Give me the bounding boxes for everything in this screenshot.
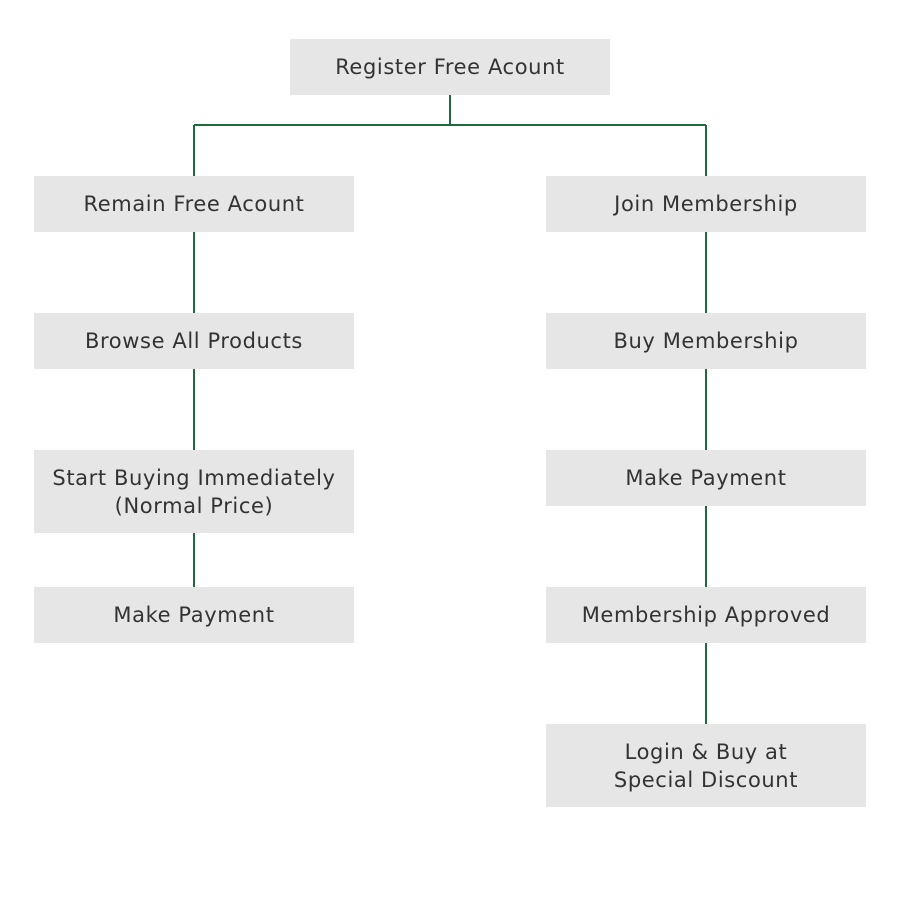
node-label-line1: Start Buying Immediately bbox=[52, 465, 336, 490]
node-label-line1: Login & Buy at bbox=[624, 739, 788, 764]
node-label: Browse All Products bbox=[85, 329, 303, 353]
node-make-payment-free: Make Payment bbox=[34, 587, 354, 643]
node-start-buying-immediately: Start Buying Immediately (Normal Price) bbox=[34, 450, 354, 533]
node-label: Remain Free Acount bbox=[83, 192, 305, 216]
node-label-line2: (Normal Price) bbox=[114, 493, 274, 518]
node-label: Make Payment bbox=[113, 603, 275, 627]
node-label: Register Free Acount bbox=[335, 55, 565, 79]
node-label-line2: Special Discount bbox=[613, 767, 799, 792]
node-label: Make Payment bbox=[625, 466, 787, 490]
node-login-buy-special-discount: Login & Buy at Special Discount bbox=[546, 724, 866, 807]
node-label: Join Membership bbox=[614, 192, 798, 216]
node-membership-approved: Membership Approved bbox=[546, 587, 866, 643]
node-browse-all-products: Browse All Products bbox=[34, 313, 354, 369]
node-label: Membership Approved bbox=[581, 603, 831, 627]
node-label: Buy Membership bbox=[613, 329, 799, 353]
node-register-free-account: Register Free Acount bbox=[290, 39, 610, 95]
node-buy-membership: Buy Membership bbox=[546, 313, 866, 369]
node-remain-free-account: Remain Free Acount bbox=[34, 176, 354, 232]
node-join-membership: Join Membership bbox=[546, 176, 866, 232]
node-make-payment-member: Make Payment bbox=[546, 450, 866, 506]
